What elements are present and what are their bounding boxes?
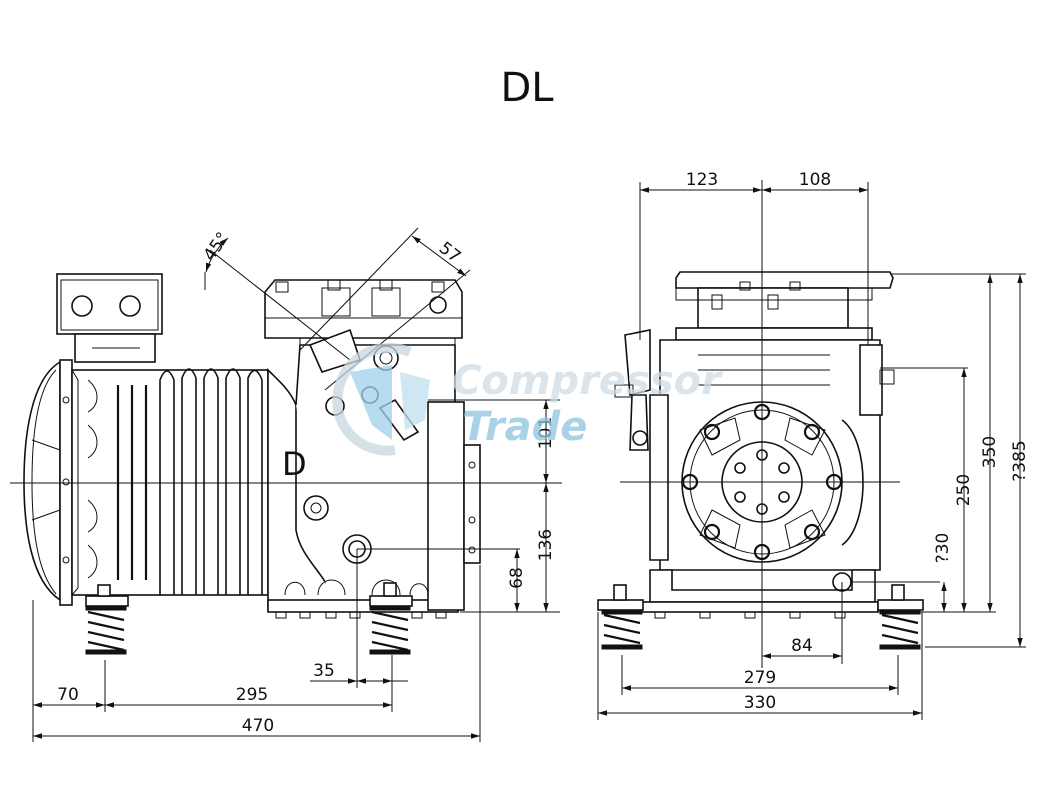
spring-mount-right bbox=[369, 582, 413, 655]
dim-350: 350 bbox=[980, 436, 1000, 468]
dim-295: 295 bbox=[236, 685, 268, 705]
rear-flange bbox=[427, 401, 481, 611]
model-letter: D bbox=[282, 445, 307, 483]
dim-108: 108 bbox=[799, 170, 831, 190]
front-view: 123 108 ?385 350 250 ?30 84 bbox=[597, 170, 1030, 720]
horizontal-dims-side: 35 70 295 470 bbox=[32, 549, 481, 742]
front-valve-right bbox=[859, 344, 895, 416]
vertical-dims-side: 101 136 68 bbox=[357, 399, 560, 613]
cylinder-head bbox=[264, 279, 463, 345]
dim-84: 84 bbox=[791, 636, 813, 656]
front-spring-left bbox=[597, 584, 644, 650]
drawing-title: DL bbox=[500, 65, 554, 111]
angle-label: 45° bbox=[200, 229, 234, 265]
side-view: D bbox=[10, 227, 562, 742]
front-cylinder-head bbox=[675, 271, 894, 341]
front-spring-right bbox=[877, 584, 924, 650]
watermark-logo-icon bbox=[332, 343, 430, 456]
front-bottom-dims: 84 279 330 bbox=[597, 582, 923, 720]
dim-68: 68 bbox=[507, 567, 527, 589]
dim-470: 470 bbox=[242, 716, 274, 736]
watermark-line2: Trade bbox=[462, 404, 587, 450]
dim-330: 330 bbox=[744, 693, 776, 713]
dim-123: 123 bbox=[686, 170, 718, 190]
dim-101: 101 bbox=[536, 417, 556, 449]
motor-body bbox=[71, 368, 269, 596]
front-valve-left bbox=[614, 329, 651, 451]
spring-mount-left bbox=[85, 584, 129, 655]
front-top-dims: 123 108 bbox=[639, 170, 869, 345]
front-right-dims: ?385 350 250 ?30 bbox=[850, 273, 1030, 648]
watermark-line1: Compressor bbox=[452, 358, 723, 404]
dim-30: ?30 bbox=[933, 533, 953, 564]
dim-279: 279 bbox=[744, 668, 776, 688]
dim-35: 35 bbox=[313, 661, 335, 681]
motor-end-cover bbox=[23, 359, 73, 606]
dim-57: 57 bbox=[435, 238, 464, 267]
terminal-box bbox=[56, 273, 163, 363]
watermark: Compressor Trade bbox=[332, 343, 723, 456]
dim-385: ?385 bbox=[1010, 440, 1030, 481]
dim-250: 250 bbox=[954, 474, 974, 506]
dim-70: 70 bbox=[57, 685, 79, 705]
dim-136: 136 bbox=[536, 529, 556, 561]
